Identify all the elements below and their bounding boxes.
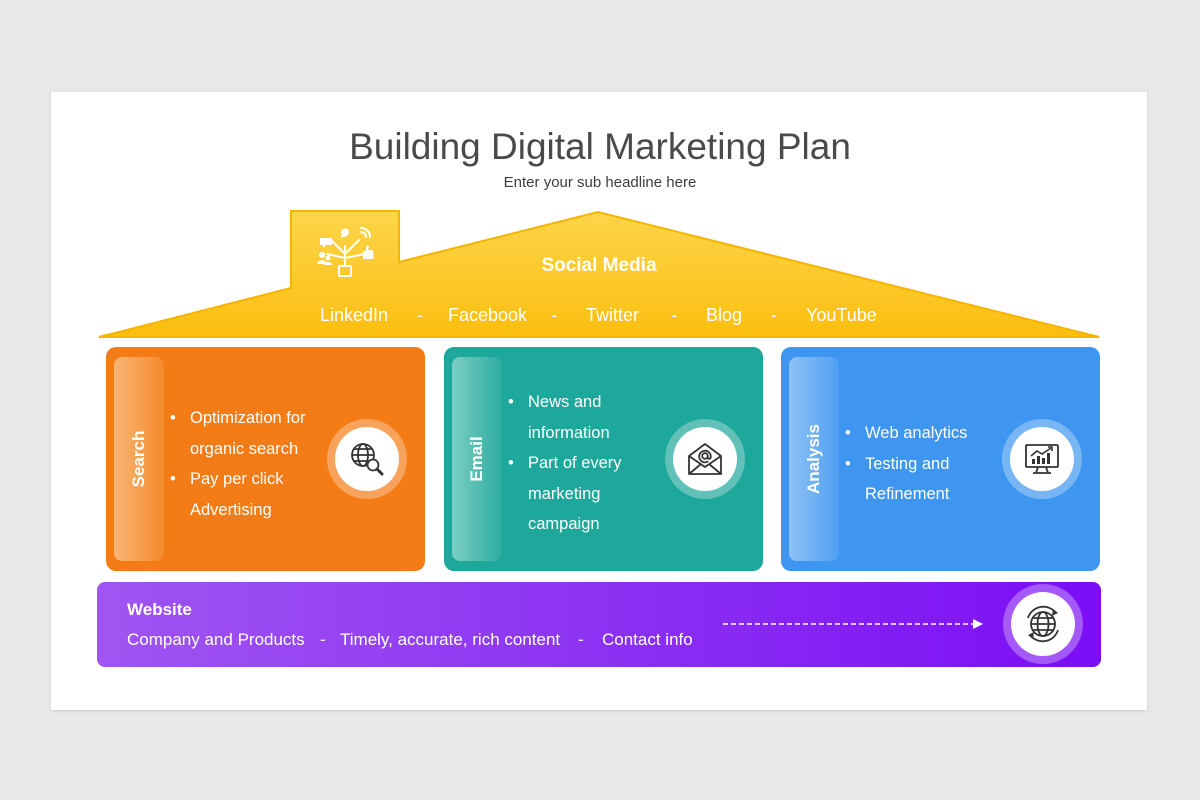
search-card: Search Optimization for organic search P… [106, 347, 425, 571]
envelope-at-icon [688, 443, 722, 475]
channel-separator: - [417, 305, 423, 325]
social-network-icon [317, 227, 374, 277]
email-label: Email [467, 436, 486, 482]
bullet-item: Part of every marketing campaign [507, 448, 668, 540]
email-card: Email News and information Part of every… [444, 347, 763, 571]
bullet-item: Pay per click Advertising [169, 464, 340, 525]
channel-twitter: Twitter [586, 305, 640, 325]
page-subtitle: Enter your sub headline here [503, 174, 697, 191]
website-bar: Website Company and Products - Timely, a… [97, 582, 1101, 667]
page-title: Building Digital Marketing Plan [349, 126, 851, 167]
analysis-card: Analysis Web analytics Testing and Refin… [781, 347, 1100, 571]
search-icon-badge [327, 419, 407, 499]
email-bullets: News and information Part of every marke… [507, 387, 668, 540]
dashed-arrow-icon [723, 619, 983, 629]
channel-youtube: YouTube [806, 305, 877, 325]
globe-search-icon [351, 443, 384, 476]
channel-separator: - [551, 305, 557, 325]
website-icon-badge [1003, 584, 1083, 664]
email-tab [452, 357, 502, 561]
analysis-tab [789, 357, 839, 561]
search-tab [114, 357, 164, 561]
bullet-item: Testing and Refinement [844, 449, 995, 510]
website-separator: - [320, 630, 326, 649]
website-item: Company and Products [127, 630, 305, 649]
channel-linkedin: LinkedIn [320, 305, 389, 325]
website-separator: - [578, 630, 584, 649]
channel-blog: Blog [706, 305, 743, 325]
channel-separator: - [671, 305, 677, 325]
channel-facebook: Facebook [448, 305, 528, 325]
bullet-item: News and information [507, 387, 668, 448]
monitor-chart-icon [1025, 444, 1059, 474]
analysis-icon-badge [1002, 419, 1082, 499]
website-item: Contact info [602, 630, 693, 649]
social-media-title: Social Media [541, 255, 657, 276]
analysis-bullets: Web analytics Testing and Refinement [844, 418, 995, 510]
search-bullets: Optimization for organic search Pay per … [169, 403, 340, 525]
email-icon-badge [665, 419, 745, 499]
analysis-label: Analysis [804, 424, 823, 494]
bullet-item: Web analytics [844, 418, 995, 449]
globe-arrows-icon [1027, 605, 1059, 643]
channel-separator: - [771, 305, 777, 325]
website-item: Timely, accurate, rich content [340, 630, 561, 649]
website-title: Website [127, 600, 192, 619]
search-label: Search [129, 430, 148, 488]
bullet-item: Optimization for organic search [169, 403, 340, 464]
